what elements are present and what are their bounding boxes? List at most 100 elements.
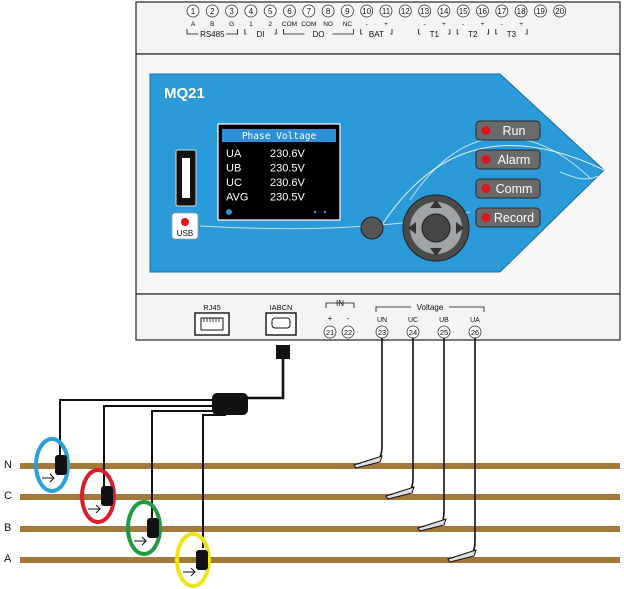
terminal-9[interactable] bbox=[340, 4, 354, 18]
voltage-terminal-label: UA bbox=[470, 317, 480, 324]
status-led-icon bbox=[481, 213, 491, 222]
terminal-number: 18 bbox=[517, 7, 526, 16]
terminal-number: 9 bbox=[345, 7, 350, 16]
arrow-up-icon[interactable] bbox=[430, 200, 442, 208]
terminal-6[interactable] bbox=[283, 4, 296, 18]
phase-label: A bbox=[4, 553, 12, 565]
iabcn-connector[interactable] bbox=[265, 312, 297, 336]
arrow-right-icon[interactable] bbox=[456, 222, 464, 234]
terminal-number: 1 bbox=[191, 7, 196, 16]
terminal-14[interactable] bbox=[437, 4, 451, 18]
terminal-13[interactable] bbox=[418, 4, 432, 18]
terminal-pin-label: B bbox=[210, 21, 214, 28]
terminal-1[interactable] bbox=[186, 4, 200, 18]
usb-port[interactable] bbox=[175, 149, 197, 207]
terminal-number: 10 bbox=[362, 7, 371, 16]
terminal-number: 12 bbox=[401, 7, 410, 16]
terminal-pin-label: - bbox=[424, 21, 426, 28]
status-button-alarm[interactable]: Alarm bbox=[475, 149, 541, 170]
ct-coil-a bbox=[175, 532, 211, 588]
busbar-a bbox=[20, 557, 620, 563]
terminal-group-label: DI bbox=[257, 30, 265, 39]
iabcn-label: IABCN bbox=[270, 303, 293, 312]
terminal-number: 6 bbox=[287, 7, 292, 16]
terminal-group-label: RS485 bbox=[200, 30, 225, 39]
terminal-number: 24 bbox=[409, 328, 417, 337]
terminal-number: 15 bbox=[459, 7, 468, 16]
status-button-label: Comm bbox=[496, 182, 533, 196]
screen-row-label: AVG bbox=[226, 192, 248, 204]
terminal-pin-label: + bbox=[442, 21, 446, 28]
terminal-number: 8 bbox=[326, 7, 331, 16]
terminal-16[interactable] bbox=[476, 4, 489, 18]
terminal-group-label: T1 bbox=[430, 30, 440, 39]
ct-coil-n bbox=[34, 437, 70, 493]
phase-label: C bbox=[4, 490, 12, 502]
screen-row-value: 230.6V bbox=[270, 148, 306, 160]
terminal-21[interactable] bbox=[323, 325, 337, 339]
screen-row-value: 230.5V bbox=[270, 163, 306, 175]
voltage-terminal-label: UN bbox=[377, 317, 387, 324]
ct-junction bbox=[212, 393, 248, 415]
ct-coil-b bbox=[126, 500, 162, 556]
terminal-number: 25 bbox=[440, 328, 448, 337]
terminal-number: 22 bbox=[344, 328, 352, 337]
terminal-pin-label: G bbox=[229, 21, 234, 28]
terminal-22[interactable] bbox=[341, 325, 355, 339]
terminal-group-label: T2 bbox=[468, 30, 478, 39]
terminal-number: 2 bbox=[210, 7, 215, 16]
status-led-icon bbox=[481, 126, 491, 135]
busbar-c bbox=[20, 494, 620, 500]
rj45-port[interactable] bbox=[194, 312, 230, 336]
navigation-pad[interactable] bbox=[402, 194, 470, 262]
terminal-pin-label: - bbox=[501, 21, 503, 28]
terminal-number: 7 bbox=[307, 7, 312, 16]
terminal-number: 17 bbox=[497, 7, 506, 16]
status-button-record[interactable]: Record bbox=[475, 207, 541, 228]
terminal-19[interactable] bbox=[534, 4, 547, 18]
terminal-pin-label: - bbox=[366, 21, 368, 28]
status-led-icon bbox=[481, 184, 491, 193]
terminal-number: 19 bbox=[536, 7, 545, 16]
usb-indicator: USB bbox=[171, 212, 199, 240]
terminal-8[interactable] bbox=[321, 4, 335, 18]
terminal-number: 13 bbox=[420, 7, 429, 16]
terminal-pin-label: NO bbox=[323, 21, 333, 28]
terminal-pin-label: COM bbox=[282, 21, 297, 28]
voltage-wiring bbox=[353, 338, 477, 563]
model-label: MQ21 bbox=[164, 85, 205, 102]
status-button-comm[interactable]: Comm bbox=[475, 178, 541, 199]
voltage-clip-ub bbox=[417, 518, 447, 532]
arrow-down-icon[interactable] bbox=[430, 248, 442, 256]
ct-plug bbox=[276, 345, 290, 359]
screen-row-label: UB bbox=[226, 163, 241, 175]
terminal-group-label: BAT bbox=[369, 30, 384, 39]
terminal-2[interactable] bbox=[205, 4, 219, 18]
terminal-7[interactable] bbox=[302, 4, 316, 18]
terminal-15[interactable] bbox=[456, 4, 470, 18]
terminal-group-label: DO bbox=[312, 30, 324, 39]
status-button-run[interactable]: Run bbox=[475, 120, 541, 141]
terminal-20[interactable] bbox=[553, 4, 567, 18]
terminal-5[interactable] bbox=[263, 4, 277, 18]
terminal-pin-label: 1 bbox=[249, 21, 253, 28]
terminal-number: 16 bbox=[478, 7, 487, 16]
nav-ok-button[interactable] bbox=[421, 213, 451, 243]
terminal-3[interactable] bbox=[225, 4, 239, 18]
terminal-4[interactable] bbox=[244, 4, 258, 18]
select-knob[interactable] bbox=[360, 216, 384, 240]
terminal-17[interactable] bbox=[495, 4, 509, 18]
terminal-12[interactable] bbox=[398, 4, 412, 18]
terminal-11[interactable] bbox=[379, 4, 393, 18]
terminal-pin-label: 2 bbox=[268, 21, 272, 28]
ct-coil-c bbox=[80, 468, 116, 524]
voltage-group-label: Voltage bbox=[417, 303, 444, 312]
arrow-left-icon[interactable] bbox=[408, 222, 416, 234]
terminal-10[interactable] bbox=[360, 4, 374, 18]
screen-row-value: 230.5V bbox=[270, 192, 306, 204]
terminal-18[interactable] bbox=[514, 4, 528, 18]
terminal-number: 11 bbox=[382, 7, 391, 16]
